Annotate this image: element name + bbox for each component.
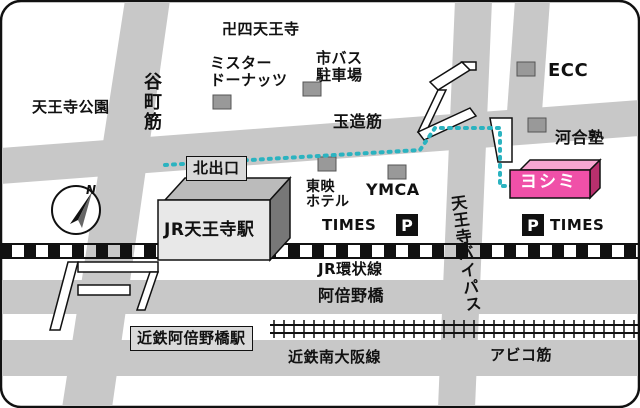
north-compass-icon — [51, 185, 101, 235]
label-toei-hotel: 東映 ホテル — [306, 179, 350, 211]
label-kawai-juku: 河合塾 — [555, 128, 605, 147]
jr-rail-tie — [456, 245, 468, 257]
label-abenobashi: 阿倍野橋 — [318, 286, 385, 305]
label-jr-loop-line: JR環状線 — [318, 260, 383, 278]
building-markers — [212, 61, 547, 180]
jr-rail-tie — [2, 245, 12, 257]
jr-rail-tie — [48, 245, 60, 257]
jr-rail-tie — [96, 245, 108, 257]
label-bus-terminal: 市バス 駐車場 — [316, 49, 363, 84]
jr-rail-tie — [144, 245, 156, 257]
jr-rail-tie — [624, 245, 636, 257]
parking-icon-left: P — [396, 214, 418, 236]
label-times-left: TIMES — [322, 216, 377, 234]
road-tanimachi — [62, 2, 170, 406]
jr-rail-tie — [360, 245, 372, 257]
jr-rail-tie — [120, 245, 132, 257]
yoshimi-building — [509, 169, 591, 199]
label-ecc: ECC — [548, 60, 589, 81]
jr-rail-tie — [552, 245, 564, 257]
jr-rail-ties — [2, 245, 636, 257]
jr-rail-tie — [528, 245, 540, 257]
jr-rail-tie — [336, 245, 348, 257]
yoshimi-top — [518, 159, 602, 171]
kintetsu-rail-ties — [273, 320, 635, 338]
label-tanimachi-suji: 谷町筋 — [141, 72, 162, 132]
jr-rail-tie — [600, 245, 612, 257]
label-tennoji-park: 天王寺公園 — [32, 98, 110, 116]
label-shitennoji: 卍四天王寺 — [222, 20, 300, 38]
label-times-right: TIMES — [550, 216, 605, 234]
label-tamatsukuri-suji: 玉造筋 — [333, 112, 383, 131]
jr-rail-tie — [72, 245, 84, 257]
jr-rail-tie — [24, 245, 36, 257]
jr-rail-tie — [432, 245, 444, 257]
jr-rail-tie — [480, 245, 492, 257]
label-north: N — [86, 183, 97, 197]
label-abiko-suji: アビコ筋 — [490, 346, 553, 364]
label-kintetsu-line: 近鉄南大阪線 — [288, 348, 382, 366]
jr-rail-tie — [576, 245, 588, 257]
jr-rail-tie — [312, 245, 324, 257]
jr-rail-tie — [504, 245, 516, 257]
parking-icon-right: P — [522, 214, 544, 236]
pedestrian-bridge-left — [49, 261, 160, 331]
label-yoshimi: ヨシミ — [520, 172, 577, 192]
road-bypass — [438, 2, 492, 406]
label-kintetsu-station: 近鉄阿倍野橋駅 — [130, 326, 253, 351]
label-north-exit: 北出口 — [186, 156, 247, 181]
label-jr-tennoji-station: JR天王寺駅 — [164, 220, 255, 240]
walking-route — [163, 126, 522, 188]
label-mister-donut: ミスター ドーナッツ — [210, 54, 288, 89]
jr-station-top — [163, 177, 292, 201]
jr-station-front — [157, 199, 271, 261]
jr-rail-tie — [384, 245, 396, 257]
jr-rail-tie — [408, 245, 420, 257]
jr-rail-tie — [288, 245, 300, 257]
label-ymca: YMCA — [366, 180, 420, 199]
